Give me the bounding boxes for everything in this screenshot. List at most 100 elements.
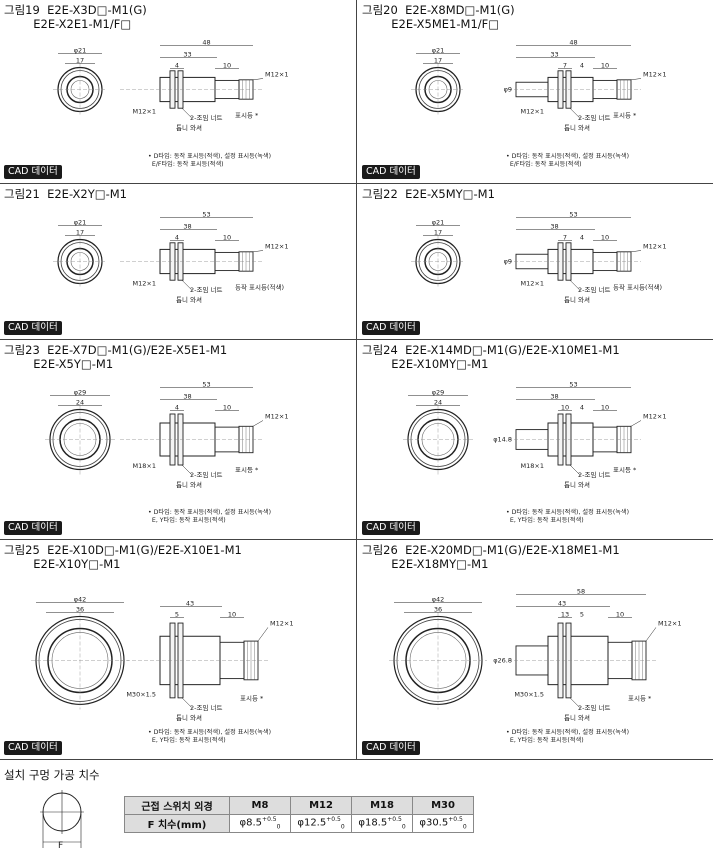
dim-body-length: 38 — [550, 223, 558, 231]
dim-head-diameter: φ9 — [504, 258, 512, 266]
table-cell: φ8.5+0.50 — [229, 814, 291, 833]
dim-total-length: 48 — [569, 39, 577, 47]
front-thread-ring — [410, 412, 466, 467]
figure-notes: • D타입: 동작 표시등(적색), 설정 표시등(녹색) E/F타입: 동작 … — [148, 153, 272, 168]
dim-connector: 10 — [223, 62, 231, 70]
cad-data-button[interactable]: CAD 데이터 — [4, 321, 62, 335]
label-washer: 톱니 와셔 — [176, 713, 202, 722]
label-indicator: 표시등 * — [235, 112, 259, 120]
dim-face-diameter: φ21 — [74, 47, 87, 55]
dim-head-diameter: φ14.8 — [493, 436, 512, 444]
label-thread-left: M30×1.5 — [514, 691, 544, 699]
label-indicator: 표시등 * — [613, 112, 637, 120]
label-nut: 2-조임 너트 — [190, 113, 222, 122]
dim-body-length: 33 — [550, 51, 558, 59]
dim-face-diameter: φ29 — [74, 389, 87, 397]
figure-notes: • D타입: 동작 표시등(적색), 설정 표시등(녹색) E/F타입: 동작 … — [506, 153, 630, 168]
cad-data-button[interactable]: CAD 데이터 — [4, 741, 62, 755]
table-header-label: 근접 스위치 외경 — [124, 796, 230, 815]
label-thread-left: M12×1 — [521, 108, 544, 116]
table-col: M8 — [229, 796, 291, 815]
figure-26: 그림26 E2E-X20MD□-M1(G)/E2E-X18ME1-M1 E2E-… — [358, 540, 713, 759]
dim-connector: 10 — [223, 404, 231, 412]
label-washer: 톱니 와셔 — [176, 295, 202, 304]
dim-a: 13 — [561, 610, 569, 618]
dim-face-inner: 36 — [434, 605, 442, 613]
label-thread-left: M30×1.5 — [126, 691, 156, 699]
cad-data-button[interactable]: CAD 데이터 — [362, 321, 420, 335]
label-washer: 톱니 와셔 — [564, 123, 590, 132]
label-nut: 2-조임 너트 — [190, 470, 222, 479]
dim-face-diameter: φ42 — [74, 595, 87, 603]
label-thread-right: M12×1 — [658, 619, 681, 627]
dim-face-inner: 17 — [434, 229, 442, 237]
figure-notes: • D타입: 동작 표시등(적색), 설정 표시등(녹색) E, Y타입: 동작… — [148, 509, 272, 524]
dim-connector: 10 — [228, 610, 236, 618]
mount-f-label: F — [58, 841, 63, 850]
dim-face-inner: 17 — [76, 57, 84, 65]
figure-24: 그림24 E2E-X14MD□-M1(G)/E2E-X10ME1-M1 E2E-… — [358, 340, 713, 539]
dim-face-diameter: φ29 — [432, 389, 445, 397]
dim-a: 7 — [563, 234, 567, 242]
figure-notes: • D타입: 동작 표시등(적색), 설정 표시등(녹색) E, Y타입: 동작… — [148, 729, 272, 744]
label-nut: 2-조임 너트 — [190, 285, 222, 294]
table-cell: φ12.5+0.50 — [290, 814, 352, 833]
figure-caption: 그림22 E2E-X5MY□-M1 — [362, 187, 495, 201]
dim-body-length: 38 — [550, 393, 558, 401]
dim-total-length: 53 — [569, 211, 577, 219]
label-thread-left: M18×1 — [133, 462, 156, 470]
dim-total-length: 53 — [202, 211, 210, 219]
dim-face-inner: 24 — [434, 399, 442, 407]
front-face-inner — [63, 423, 97, 456]
cad-data-button[interactable]: CAD 데이터 — [362, 741, 420, 755]
front-outer-ring — [49, 408, 111, 471]
dim-total-length: 58 — [577, 587, 585, 595]
figure-caption: 그림20 E2E-X8MD□-M1(G) E2E-X5ME1-M1/F□ — [362, 3, 515, 31]
row-divider — [0, 539, 713, 540]
dim-face-diameter: φ21 — [74, 219, 87, 227]
label-thread-left: M12×1 — [521, 280, 544, 288]
cad-data-button[interactable]: CAD 데이터 — [4, 521, 62, 535]
dim-connector: 10 — [601, 404, 609, 412]
dim-body-length: 38 — [183, 223, 191, 231]
dim-b: 4 — [580, 62, 584, 70]
figure-notes: • D타입: 동작 표시등(적색), 설정 표시등(녹색) E, Y타입: 동작… — [506, 729, 630, 744]
figure-23: 그림23 E2E-X7D□-M1(G)/E2E-X5E1-M1 E2E-X5Y□… — [0, 340, 356, 539]
dim-total-length: 53 — [569, 381, 577, 389]
cad-data-button[interactable]: CAD 데이터 — [362, 521, 420, 535]
label-thread-left: M18×1 — [521, 462, 544, 470]
label-washer: 톱니 와셔 — [176, 123, 202, 132]
dim-a: 10 — [561, 404, 569, 412]
label-thread-right: M12×1 — [265, 413, 288, 421]
dim-body-length: 38 — [183, 393, 191, 401]
dim-connector: 10 — [616, 610, 624, 618]
label-washer: 톱니 와셔 — [564, 480, 590, 489]
mount-dimension-table: 근접 스위치 외경 M8 M12 M18 M30 F 치수(mm) φ8.5+0… — [124, 796, 474, 833]
label-thread-right: M12×1 — [643, 243, 666, 251]
cad-data-button[interactable]: CAD 데이터 — [4, 165, 62, 179]
label-indicator: 표시등 * — [235, 466, 259, 474]
dim-body-length: 43 — [186, 599, 194, 607]
label-nut: 2-조임 너트 — [578, 113, 610, 122]
front-outer-ring — [407, 408, 469, 471]
row-divider — [0, 759, 713, 760]
front-thread-ring — [52, 412, 108, 467]
label-washer: 톱니 와셔 — [564, 295, 590, 304]
column-divider — [356, 0, 357, 760]
table-col: M18 — [351, 796, 413, 815]
label-nut: 2-조임 너트 — [190, 703, 222, 712]
cad-data-button[interactable]: CAD 데이터 — [362, 165, 420, 179]
table-cell: φ18.5+0.50 — [351, 814, 413, 833]
mount-hole-diagram: F — [40, 790, 84, 850]
label-thread-right: M12×1 — [265, 243, 288, 251]
dim-face-diameter: φ42 — [432, 595, 445, 603]
label-thread-right: M12×1 — [643, 71, 666, 79]
label-thread-right: M12×1 — [643, 413, 666, 421]
figure-25: 그림25 E2E-X10D□-M1(G)/E2E-X10E1-M1 E2E-X1… — [0, 540, 356, 759]
